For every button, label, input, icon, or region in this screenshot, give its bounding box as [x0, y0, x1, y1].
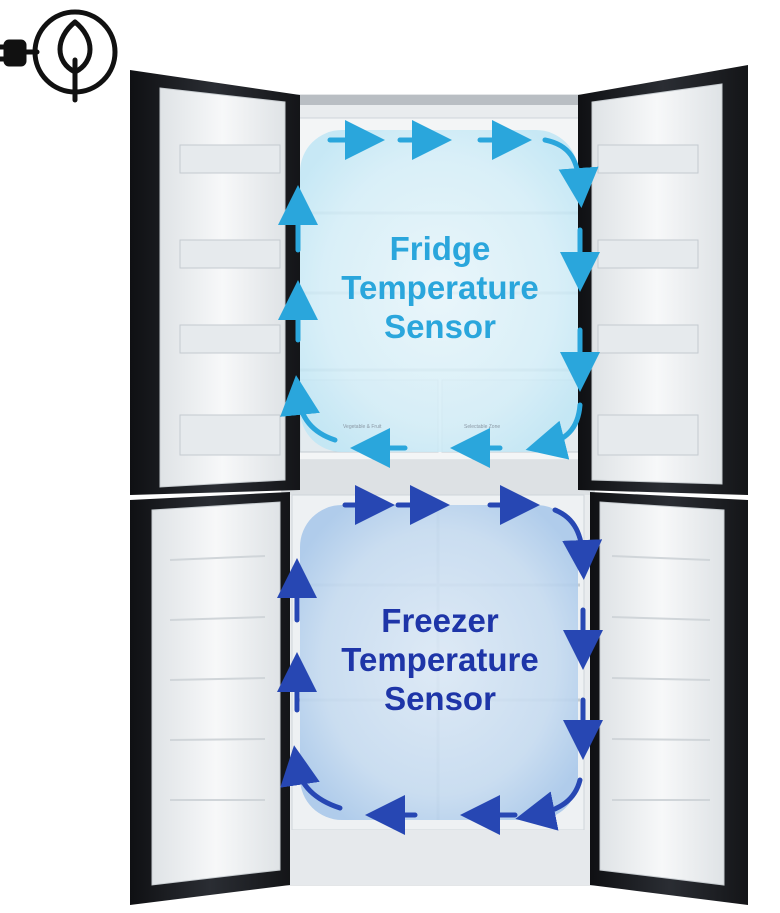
left-upper-door [130, 70, 300, 495]
eco-plug-leaf-icon [0, 9, 118, 103]
right-upper-door [578, 65, 748, 495]
crisper-tag-right: Selectable Zone [464, 424, 501, 430]
fridge-sensor-label: Fridge Temperature Sensor [300, 230, 580, 347]
right-lower-door [590, 492, 748, 905]
freezer-airflow-arrows [277, 485, 603, 835]
crisper-tag-left: Vegetable & Fruit [343, 424, 382, 430]
freezer-label-line-2: Temperature [341, 640, 539, 678]
freezer-sensor-glow [300, 505, 578, 820]
fridge-airflow-arrows [278, 120, 600, 468]
fridge-label-line-1: Fridge [389, 230, 491, 267]
fridge-label-line-3: Sensor [384, 307, 496, 345]
freezer-label-line-1: Freezer [381, 602, 499, 639]
fridge-label-line-2: Temperature [341, 268, 539, 306]
freezer-sensor-label: Freezer Temperature Sensor [300, 602, 580, 719]
fridge-sensor-glow [300, 130, 578, 452]
freezer-label-line-3: Sensor [384, 679, 496, 717]
left-lower-door [130, 492, 290, 905]
